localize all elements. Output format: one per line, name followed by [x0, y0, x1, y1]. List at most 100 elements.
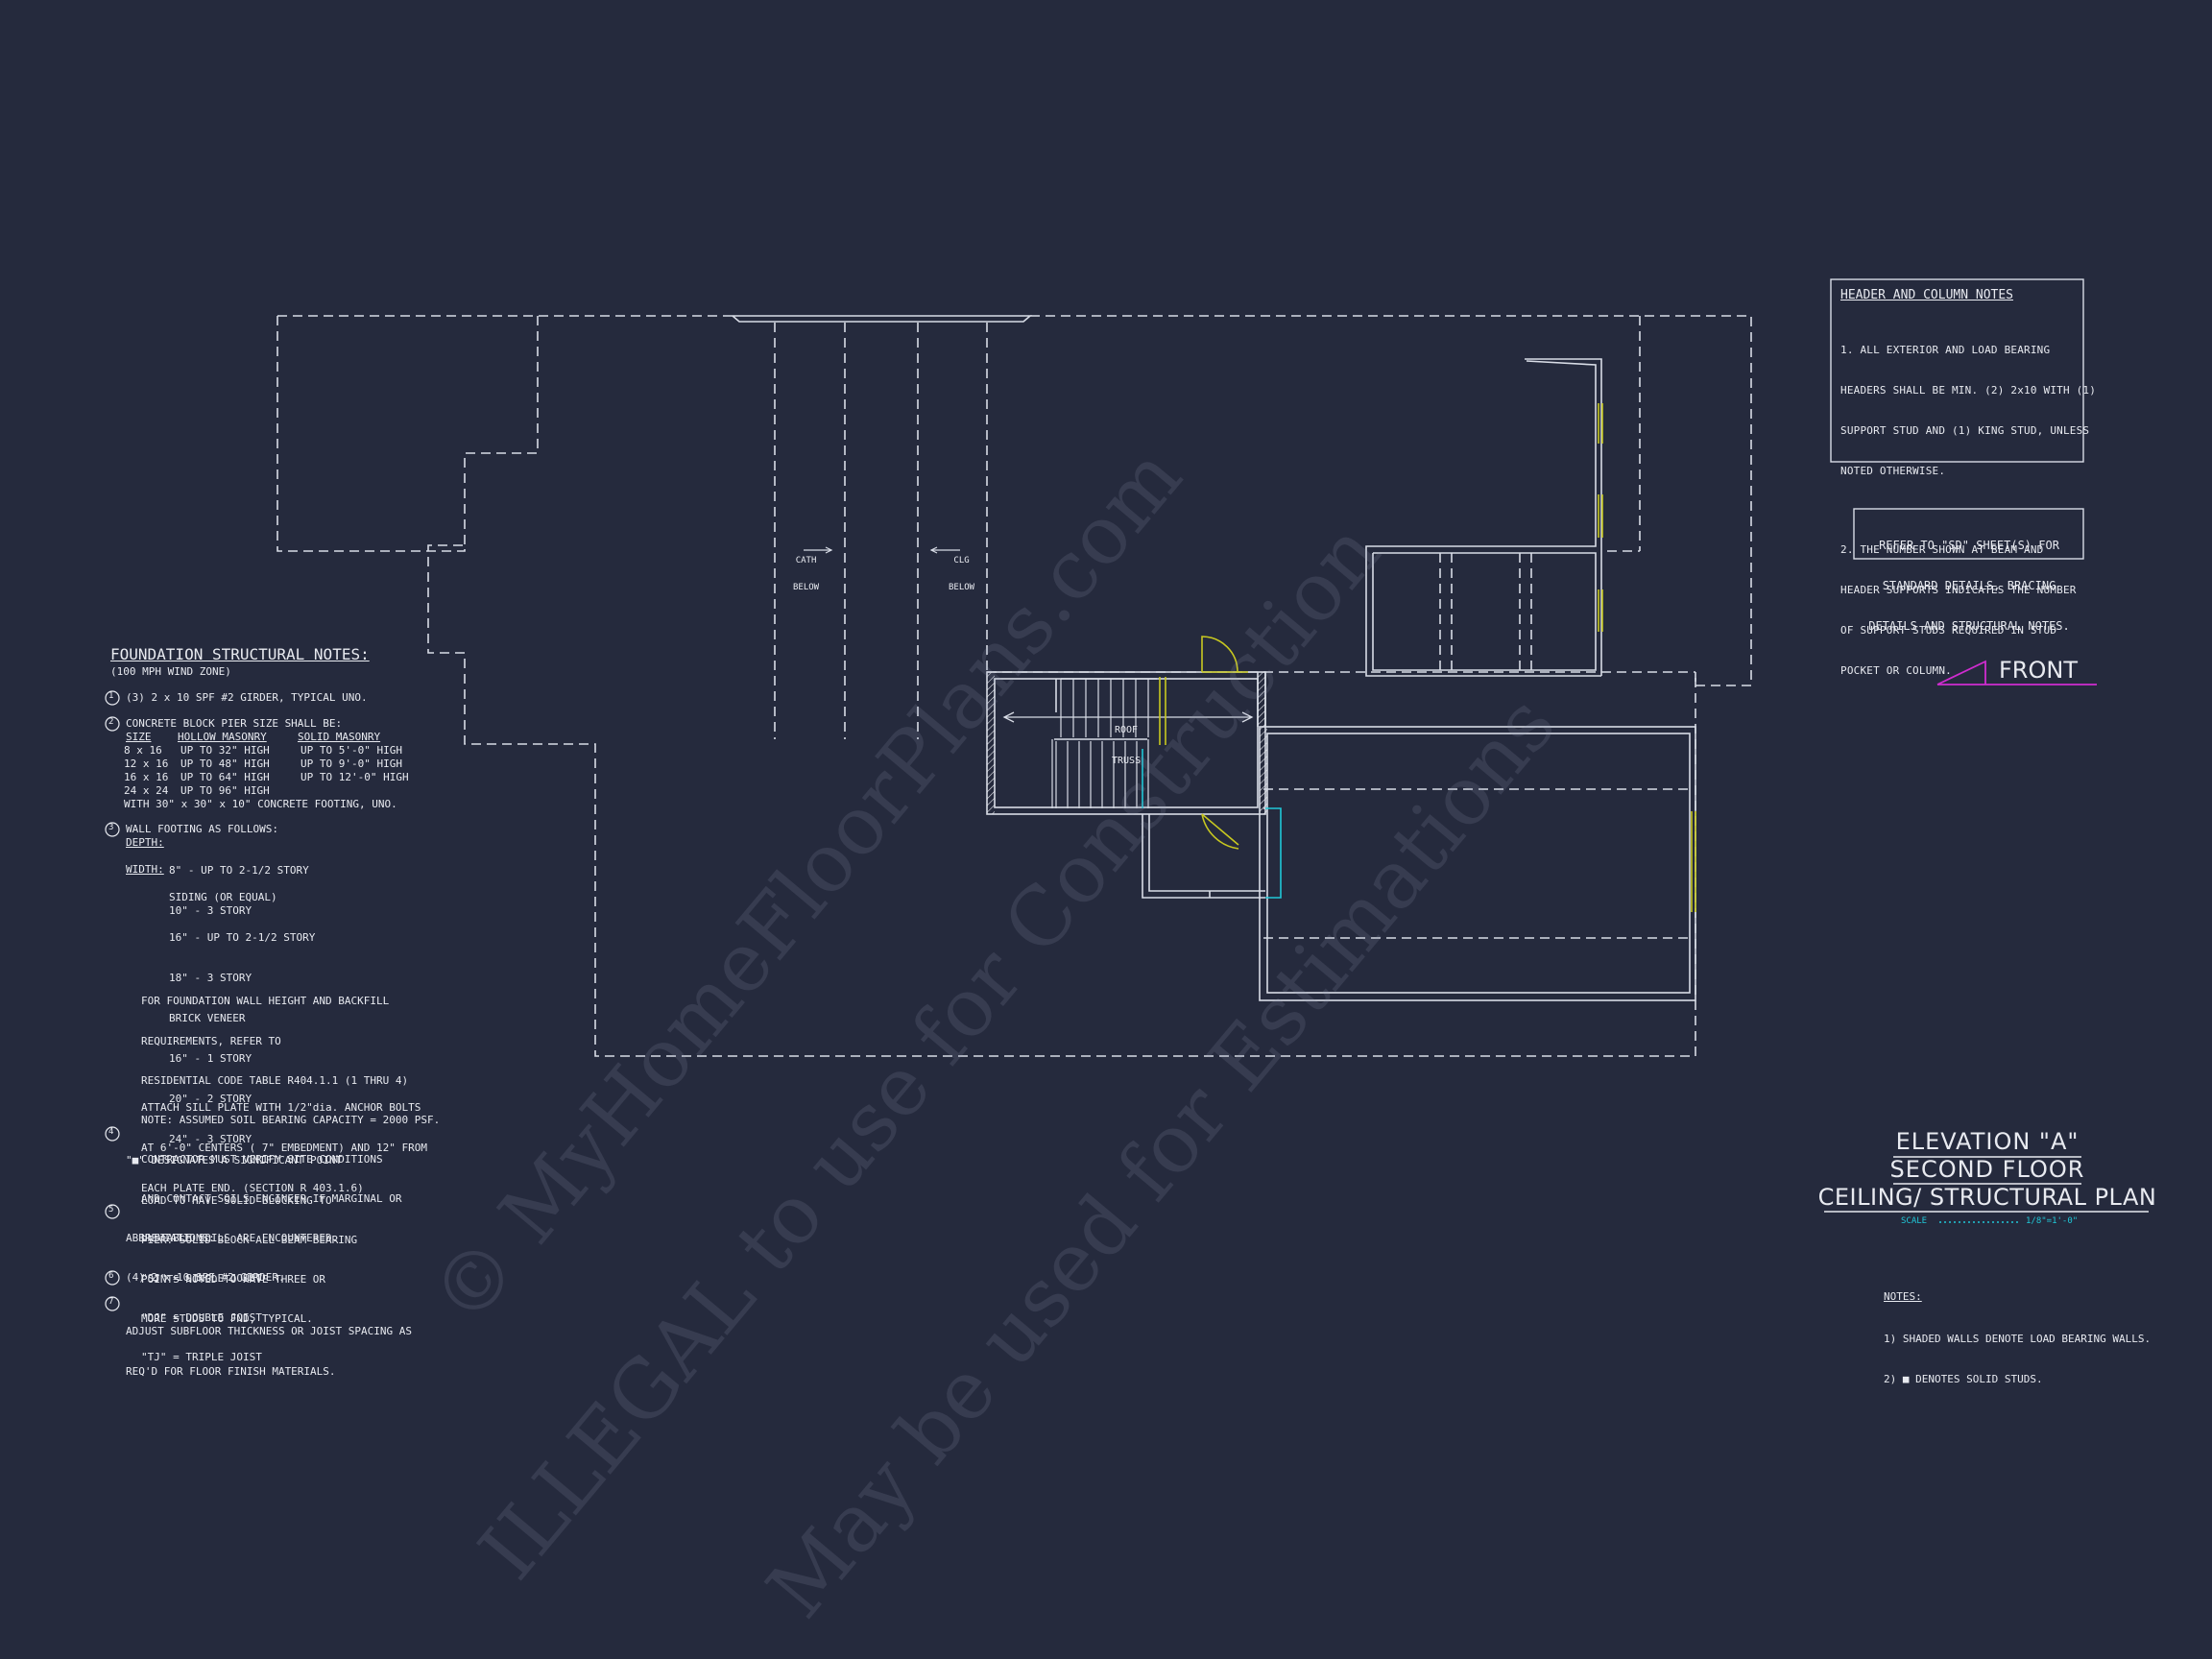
- scale-value: 1/8"=1'-0": [2026, 1216, 2079, 1226]
- door-swing-lower: [1201, 813, 1239, 850]
- note-6-number: 6: [108, 1271, 114, 1281]
- note-5: ABBREVIATIONS: "SJ" = SINGLE JOIST "DJ" …: [126, 1206, 262, 1390]
- header-notes-body: 1. ALL EXTERIOR AND LOAD BEARING HEADERS…: [1840, 317, 2096, 705]
- clg-below-label: CLG BELOW: [949, 539, 974, 612]
- front-label: FRONT: [1999, 657, 2078, 684]
- notes-line: 2) ■ DENOTES SOLID STUDS.: [1884, 1373, 2043, 1385]
- para-line: RESIDENTIAL CODE TABLE R404.1.1 (1 THRU …: [141, 1073, 409, 1087]
- width-line: 16" - 1 STORY: [169, 1052, 252, 1065]
- scale-label: SCALE: [1901, 1216, 1928, 1226]
- width-line: 20" - 2 STORY: [169, 1093, 252, 1105]
- stair-treads: [1051, 679, 1149, 808]
- width-line: 18" - 3 STORY: [169, 972, 252, 984]
- cath-label: CATH: [795, 555, 817, 565]
- para-line: NOTE: ASSUMED SOIL BEARING CAPACITY = 20…: [141, 1113, 441, 1126]
- depth-line: 10" - 3 STORY: [169, 904, 252, 917]
- header-note-line: POCKET OR COLUMN.: [1840, 664, 1952, 677]
- header-notes-box: [1830, 278, 2084, 463]
- upper-right-room: [1365, 358, 1602, 677]
- closet: [1142, 814, 1265, 899]
- pier-cell: UP TO 32" HIGH: [180, 744, 270, 757]
- header-note-line: 1. ALL EXTERIOR AND LOAD BEARING: [1840, 344, 2051, 356]
- cyan-wall-segment: [1265, 807, 1282, 899]
- note-5-line: "TJ" = TRIPLE JOIST: [141, 1350, 262, 1363]
- pier-cell: UP TO 96" HIGH: [180, 784, 270, 797]
- width-line: 24" - 3 STORY: [169, 1133, 252, 1145]
- cath-below-label: CATH BELOW: [793, 539, 819, 612]
- below-label-1: BELOW: [793, 583, 820, 593]
- note-5-number: 5: [108, 1205, 114, 1214]
- note-4-line: LOAD TO HAVE SOLID BLOCKING TO: [141, 1193, 332, 1207]
- title-block: ELEVATION "A" SECOND FLOOR CEILING/ STRU…: [1805, 1128, 2170, 1212]
- foundation-wall-note: FOR FOUNDATION WALL HEIGHT AND BACKFILL …: [141, 969, 440, 1271]
- roof-truss-label: ROOF TRUSS: [1112, 706, 1141, 786]
- pier-cell: 12 x 16: [124, 757, 169, 770]
- para-line: UNSTABLE SOILS ARE ENCOUNTERED.: [141, 1232, 339, 1245]
- roof-truss-arrow: [1002, 711, 1254, 723]
- pier-cell: 8 x 16: [124, 744, 162, 757]
- para-line: REQUIREMENTS, REFER TO: [141, 1034, 281, 1047]
- refer-note-line: REFER TO "SD" SHEET(S) FOR: [1879, 539, 2059, 552]
- note-3: WALL FOOTING AS FOLLOWS:: [126, 823, 278, 835]
- sill-plate-note: ATTACH SILL PLATE WITH 1/2"dia. ANCHOR B…: [141, 1074, 427, 1222]
- para-line: AT 6'-0" CENTERS ( 7" EMBEDMENT) AND 12"…: [141, 1142, 428, 1154]
- note-7-line: REQ'D FOR FLOOR FINISH MATERIALS.: [126, 1365, 336, 1378]
- refer-note-box: [1853, 508, 2084, 560]
- notes-title: NOTES:: [1884, 1290, 1922, 1303]
- note-7-number: 7: [108, 1297, 114, 1307]
- load-bearing-walls: [987, 672, 1267, 814]
- pier-footing-note: WITH 30" x 30" x 10" CONCRETE FOOTING, U…: [124, 798, 397, 810]
- refer-note: REFER TO "SD" SHEET(S) FOR STANDARD DETA…: [1859, 512, 2080, 660]
- pier-cell: UP TO 12'-0" HIGH: [301, 771, 409, 783]
- header-note-line: OF SUPPORT STUDS REQUIRED IN STUD: [1840, 624, 2057, 637]
- depth-line: 8" - UP TO 2-1/2 STORY: [169, 864, 309, 877]
- header-note-line: HEADER SUPPORTS INDICATES THE NUMBER: [1840, 584, 2077, 596]
- refer-note-line: STANDARD DETAILS, BRACING: [1882, 579, 2056, 592]
- pier-table-head-solid: SOLID MASONRY: [298, 731, 381, 743]
- note-4-number: 4: [108, 1127, 114, 1137]
- note-5-line: "SJ" = SINGLE JOIST: [141, 1271, 262, 1285]
- title-line-1: ELEVATION "A": [1895, 1128, 2080, 1155]
- pier-cell: 24 x 24: [124, 784, 169, 797]
- depth-label: DEPTH:: [126, 836, 164, 849]
- foundation-notes-title: FOUNDATION STRUCTURAL NOTES:: [110, 645, 370, 663]
- note-number-circles: [105, 690, 120, 1311]
- header-note-line: SUPPORT STUD AND (1) KING STUD, UNLESS: [1840, 424, 2090, 437]
- header-note-line: HEADERS SHALL BE MIN. (2) 2x10 WITH (1): [1840, 384, 2097, 397]
- clg-label: CLG: [953, 555, 970, 565]
- title-line-3: CEILING/ STRUCTURAL PLAN: [1817, 1184, 2157, 1211]
- refer-note-line: DETAILS AND STRUCTURAL NOTES.: [1868, 619, 2070, 633]
- header-note-line: NOTED OTHERWISE.: [1840, 465, 1946, 477]
- note-1-number: 1: [108, 691, 114, 701]
- note-6: (4) 2 x 10 SPF #2 GIRDER.: [126, 1271, 285, 1284]
- note-4-line: MORE STUDS TO FND, TYPICAL.: [141, 1311, 313, 1325]
- note-4-line: "■" DESIGNATES A SIGNIFICANT POINT: [126, 1154, 343, 1167]
- foundation-notes-subtitle: (100 MPH WIND ZONE): [110, 665, 231, 678]
- width-line: BRICK VENEER: [169, 1012, 246, 1024]
- door-swing-upper: [1201, 636, 1238, 673]
- note-4-line: PIER. SOLID BLOCK ALL BEAM BEARING: [141, 1233, 358, 1246]
- roof-label: ROOF: [1115, 725, 1139, 735]
- note-1: (3) 2 x 10 SPF #2 GIRDER, TYPICAL UNO.: [126, 691, 368, 704]
- header-note-line: 2. THE NUMBER SHOWN AT BEAM AND: [1840, 543, 2044, 556]
- note-5-line: "DJ" = DOUBLE JOIST: [141, 1310, 262, 1324]
- note-7: ADJUST SUBFLOOR THICKNESS OR JOIST SPACI…: [126, 1298, 412, 1406]
- note-4: "■" DESIGNATES A SIGNIFICANT POINT LOAD …: [126, 1128, 357, 1352]
- front-arrow-icon: [1936, 660, 2097, 685]
- note-2-number: 2: [108, 717, 114, 727]
- para-line: FOR FOUNDATION WALL HEIGHT AND BACKFILL: [141, 995, 390, 1008]
- header-notes-title: HEADER AND COLUMN NOTES: [1840, 288, 2014, 302]
- width-label: WIDTH:: [126, 863, 164, 876]
- note-2: CONCRETE BLOCK PIER SIZE SHALL BE:: [126, 717, 343, 730]
- title-underlines: [1824, 1156, 2149, 1213]
- pier-table-head-size: SIZE: [126, 731, 152, 743]
- ridge-beam: [732, 315, 1033, 323]
- width-line: 16" - UP TO 2-1/2 STORY: [169, 931, 316, 944]
- pier-cell: 16 x 16: [124, 771, 169, 783]
- notes-body: 1) SHADED WALLS DENOTE LOAD BEARING WALL…: [1884, 1306, 2151, 1413]
- below-label-2: BELOW: [949, 583, 975, 593]
- note-5-line: ABBREVIATIONS:: [126, 1232, 215, 1245]
- depth-values: 8" - UP TO 2-1/2 STORY 10" - 3 STORY: [169, 837, 309, 945]
